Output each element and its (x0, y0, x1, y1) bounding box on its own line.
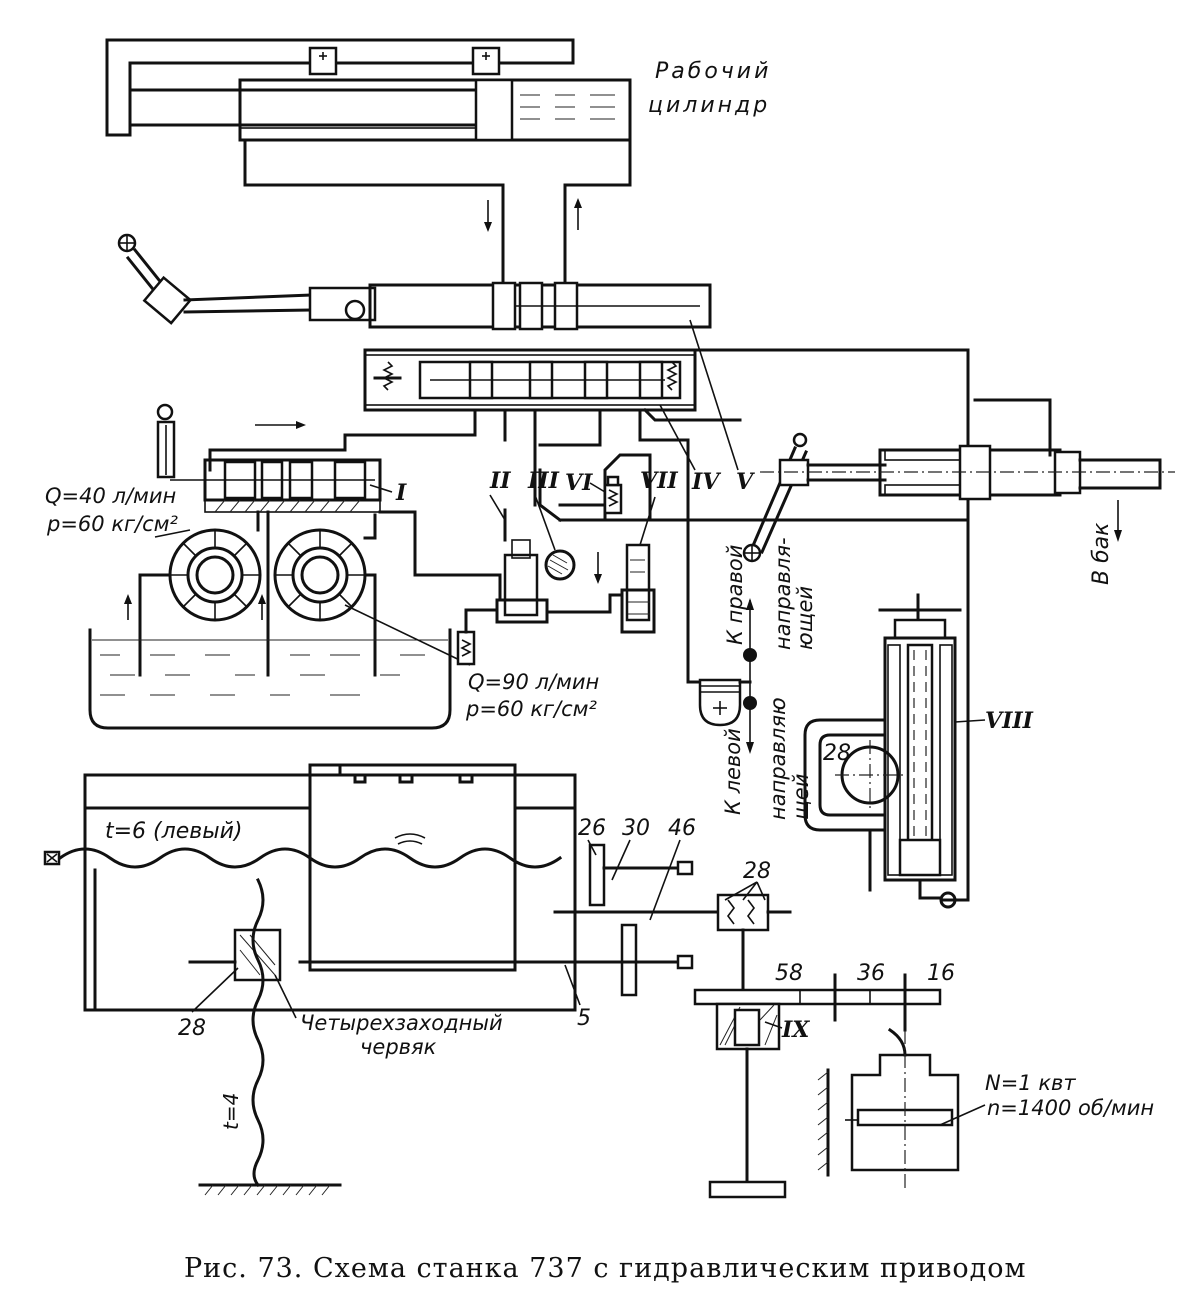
markers-IV-V: IV V (659, 319, 755, 495)
marker-VI: VI (565, 470, 593, 496)
label-to-left-1: К левой (721, 728, 745, 815)
gear-label-16: 16 (927, 961, 955, 986)
figure-caption: Рис. 73. Схема станка 737 с гидравлическ… (184, 1253, 1027, 1284)
marker-VII: VII (640, 468, 678, 494)
gear-label-26: 26 (578, 816, 606, 841)
label-working-cylinder-1: Рабочий (655, 59, 771, 84)
valve-VIII: 28 VIII (803, 593, 1034, 909)
gear-label-28-left: 28 (178, 1016, 206, 1041)
label-to-left-3: щей (789, 774, 813, 820)
pilot-valve-block (208, 348, 970, 532)
working-cylinder: Рабочий цилиндр (105, 38, 771, 292)
valve-I: I (156, 403, 407, 513)
label-screw-pitch-vertical: t=4 (219, 1093, 243, 1130)
gear-label-36: 36 (857, 961, 885, 986)
label-to-left-2: направляю (766, 697, 790, 820)
label-worm-1: Четырехзаходный (300, 1011, 503, 1035)
drive-train: 28 58 36 16 IX N=1 квт n=1400 об/мин (693, 859, 1154, 1199)
gear-label-28-top: 28 (823, 741, 851, 766)
label-pump2-pressure: p=60 кг/см² (465, 697, 598, 721)
marker-IV: IV (691, 469, 721, 495)
label-to-tank: В бак (1089, 522, 1114, 585)
valves-II-III-VI-VII: II III VI VII (456, 468, 678, 666)
marker-III: III (527, 468, 560, 494)
marker-IX: IX (781, 1017, 810, 1043)
marker-II: II (489, 468, 511, 494)
marker-V: V (736, 469, 755, 495)
label-to-right-3: ющей (793, 586, 817, 650)
gear-label-28-mid: 28 (743, 859, 771, 884)
guide-distributor: К правой направля- ющей К левой направля… (698, 537, 817, 820)
marker-VIII: VIII (985, 708, 1034, 734)
gear-label-30: 30 (622, 816, 650, 841)
table-and-leadscrew: t=6 (левый) 26 30 46 5 t=4 28 Четырехзах… (43, 763, 722, 1196)
gear-label-58: 58 (775, 961, 803, 986)
label-pump2-flow: Q=90 л/мин (468, 670, 599, 694)
label-pump1-flow: Q=40 л/мин (45, 484, 176, 508)
gear-label-46: 46 (668, 816, 696, 841)
label-motor-speed: n=1400 об/мин (987, 1096, 1154, 1120)
label-motor-power: N=1 квт (985, 1071, 1076, 1095)
label-pump1-pressure: p=60 кг/см² (46, 512, 179, 536)
reversing-valve (117, 233, 712, 331)
marker-I: I (395, 480, 407, 506)
stop-cylinder: В бак (742, 432, 1175, 585)
gear-label-5: 5 (577, 1006, 591, 1031)
pump-unit: Q=40 л/мин p=60 кг/см² Q=90 л/мин p=60 к… (45, 484, 599, 730)
label-to-right-1: К правой (723, 545, 747, 645)
label-screw-pitch-top: t=6 (левый) (105, 819, 242, 844)
label-to-right-2: направля- (771, 537, 795, 650)
label-worm-2: червяк (360, 1035, 437, 1059)
label-working-cylinder-2: цилиндр (648, 93, 770, 118)
